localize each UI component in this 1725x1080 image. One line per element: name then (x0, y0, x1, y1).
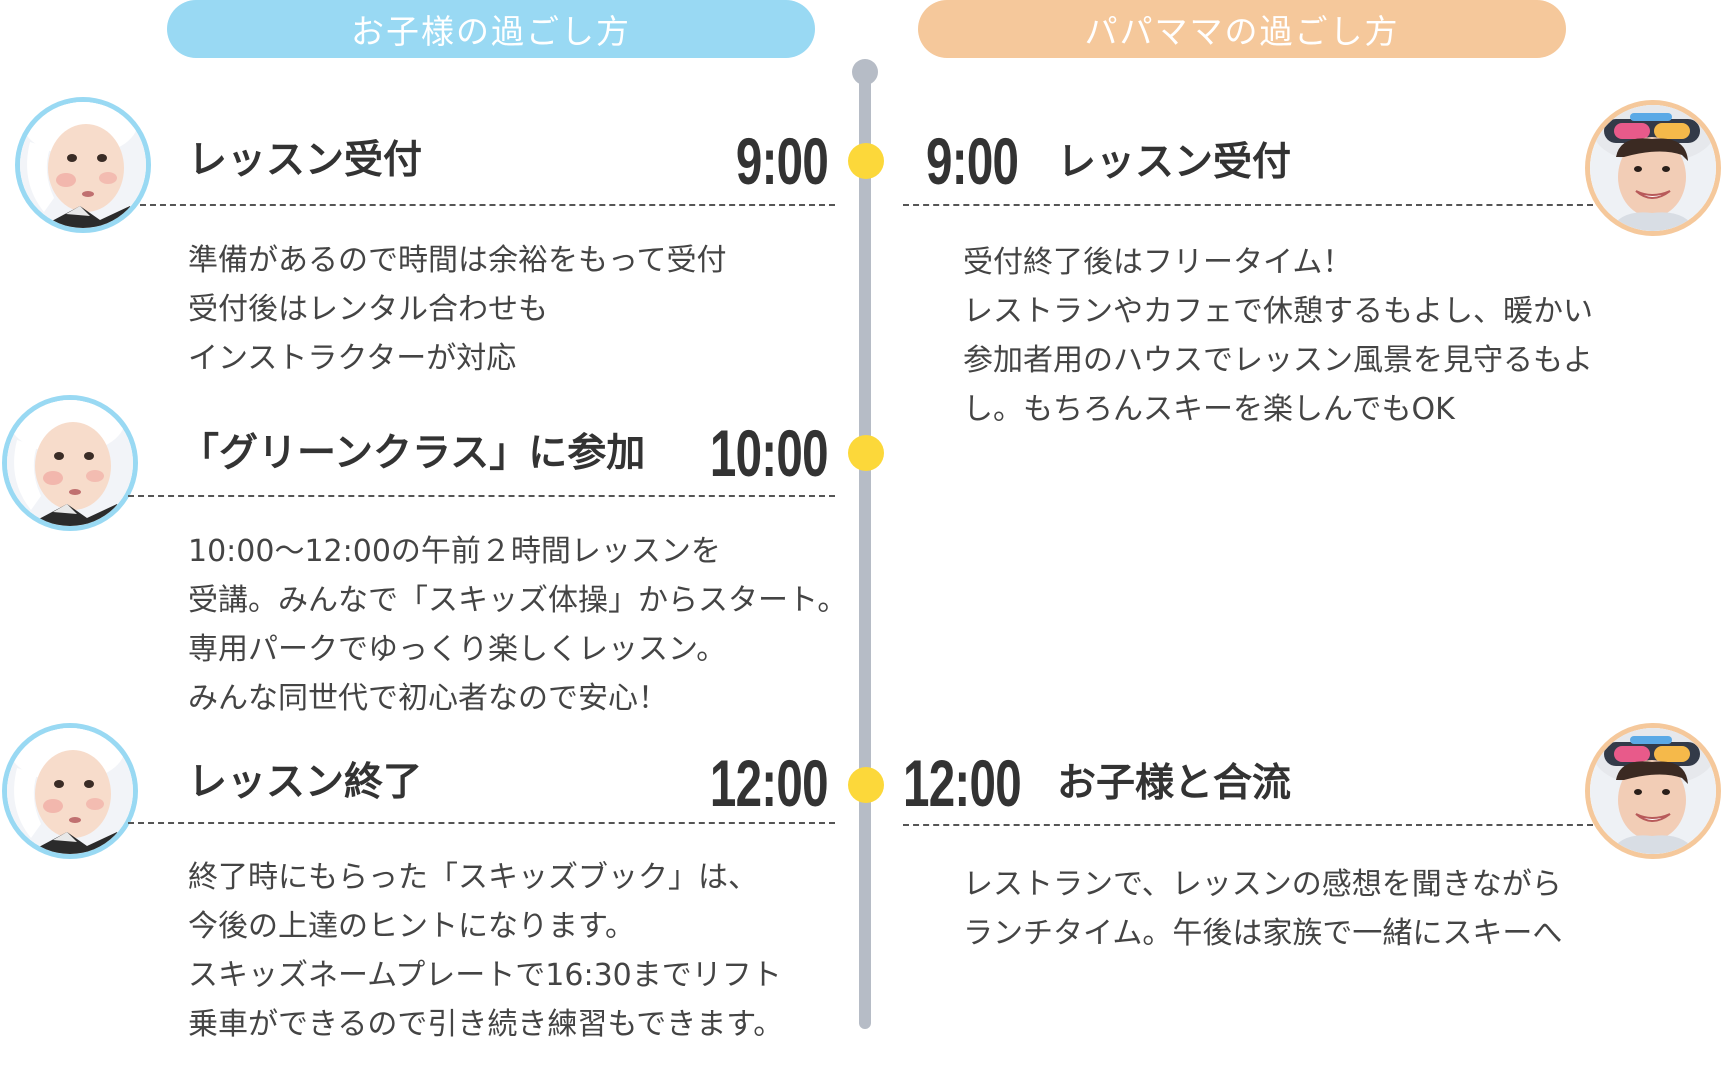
timeline-track (859, 72, 871, 1029)
kids-item-title: レッスン受付 (188, 138, 423, 183)
parent-avatar-icon (1585, 723, 1721, 859)
kids-item-time: 10:00 (710, 416, 829, 490)
parents-item-title: レッスン受付 (1057, 140, 1292, 185)
kids-item-divider (128, 495, 835, 497)
description-line: レストランやカフェで休憩するもよし、暖かい (963, 294, 1593, 329)
kids-item-title: 「グリーンクラス」に参加 (180, 431, 646, 476)
description-line: 受付後はレンタル合わせも (188, 292, 548, 327)
description-line: みんな同世代で初心者なので安心！ (188, 681, 668, 716)
kids-item-divider (140, 204, 835, 206)
kids-schedule-header: お子様の過ごし方 (167, 0, 815, 58)
kids-item-time: 9:00 (735, 124, 829, 198)
description-line: レストランで、レッスンの感想を聞きながら (963, 867, 1562, 902)
parents-item-time: 12:00 (903, 746, 1022, 820)
parents-item-divider (903, 204, 1593, 206)
description-line: 受講。みんなで「スキッズ体操」からスタート。 (188, 583, 848, 618)
description-line: ランチタイム。午後は家族で一緒にスキーへ (963, 916, 1563, 951)
kids-item-title: レッスン終了 (188, 760, 423, 805)
description-line: 準備があるので時間は余裕をもって受付 (188, 243, 727, 278)
parents-item-divider (903, 824, 1593, 826)
timeline-start-cap (852, 59, 878, 85)
kids-item-description: 終了時にもらった「スキッズブック」は、 今後の上達のヒントになります。 スキッズ… (188, 853, 783, 1049)
parents-schedule-header: パパママの過ごし方 (918, 0, 1566, 58)
kids-item-description: 10:00〜12:00の午前２時間レッスンを 受講。みんなで「スキッズ体操」から… (188, 527, 847, 723)
description-line: 今後の上達のヒントになります。 (188, 909, 635, 944)
child-avatar-icon (2, 723, 138, 859)
parent-avatar-icon (1585, 100, 1721, 236)
description-line: スキッズネームプレートで16:30までリフト (188, 958, 782, 993)
timeline-dot-10-00 (848, 435, 884, 471)
description-line: 乗車ができるので引き続き練習もできます。 (188, 1007, 784, 1042)
parents-item-time: 9:00 (926, 124, 1019, 198)
child-avatar-icon (2, 395, 138, 531)
kids-item-divider (128, 822, 835, 824)
description-line: 10:00〜12:00の午前２時間レッスンを (188, 534, 721, 569)
description-line: インストラクターが対応 (188, 341, 517, 376)
description-line: 専用パークでゆっくり楽しくレッスン。 (188, 632, 727, 667)
description-line: 参加者用のハウスでレッスン風景を見守るもよ (963, 343, 1593, 378)
parents-item-description: レストランで、レッスンの感想を聞きながら ランチタイム。午後は家族で一緒にスキー… (963, 860, 1562, 958)
parents-item-title: お子様と合流 (1057, 761, 1292, 806)
kids-item-time: 12:00 (710, 746, 829, 820)
timeline-dot-9-00 (848, 143, 884, 179)
description-line: し。もちろんスキーを楽しんでもOK (963, 392, 1455, 427)
parents-item-description: 受付終了後はフリータイム！ レストランやカフェで休憩するもよし、暖かい 参加者用… (963, 238, 1593, 434)
child-avatar-icon (15, 97, 151, 233)
description-line: 終了時にもらった「スキッズブック」は、 (188, 860, 758, 895)
kids-item-description: 準備があるので時間は余裕をもって受付 受付後はレンタル合わせも インストラクター… (188, 236, 727, 383)
description-line: 受付終了後はフリータイム！ (963, 245, 1353, 280)
timeline-dot-12-00 (848, 767, 884, 803)
